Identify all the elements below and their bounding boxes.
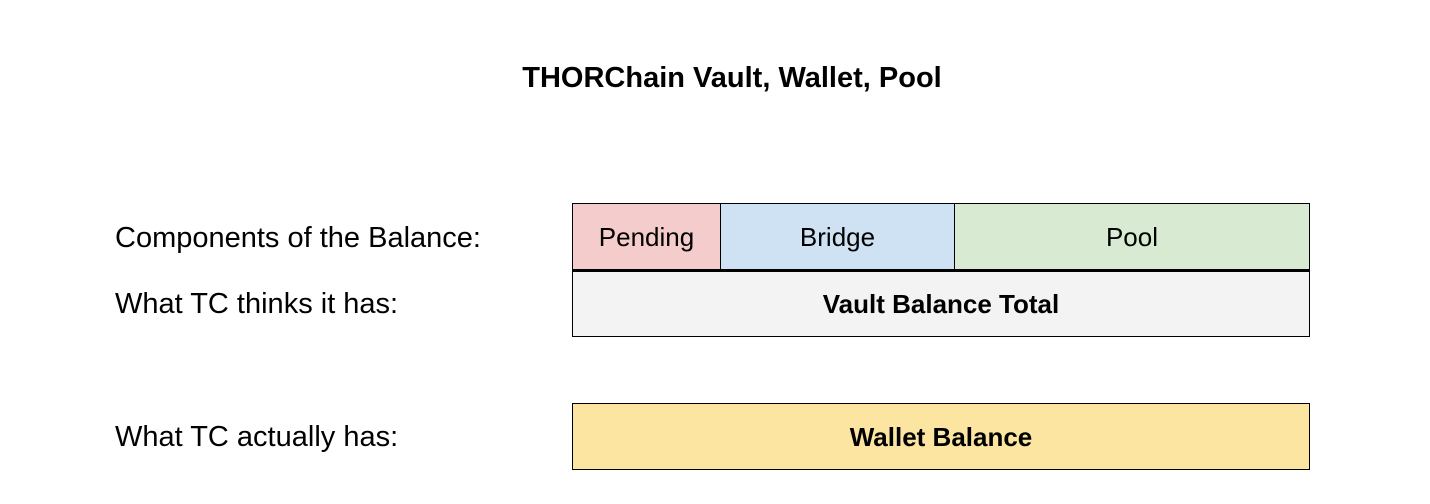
diagram-title: THORChain Vault, Wallet, Pool: [522, 62, 942, 94]
pool-segment-label: Pool: [1105, 221, 1159, 252]
wallet-balance-box: Wallet Balance: [572, 403, 1310, 470]
vault-balance-total-box: Vault Balance Total: [572, 270, 1310, 337]
pool-segment: Pool: [954, 203, 1310, 270]
pending-segment: Pending: [572, 203, 721, 270]
bridge-segment-label: Bridge: [799, 221, 876, 252]
wallet-balance-label: Wallet Balance: [849, 421, 1033, 452]
actual-label: What TC actually has:: [115, 421, 399, 453]
vault-balance-total-label: Vault Balance Total: [822, 289, 1060, 319]
components-label: Components of the Balance:: [115, 222, 481, 254]
pending-segment-label: Pending: [598, 221, 695, 252]
thinks-label: What TC thinks it has:: [115, 288, 399, 320]
bridge-segment: Bridge: [720, 203, 955, 270]
